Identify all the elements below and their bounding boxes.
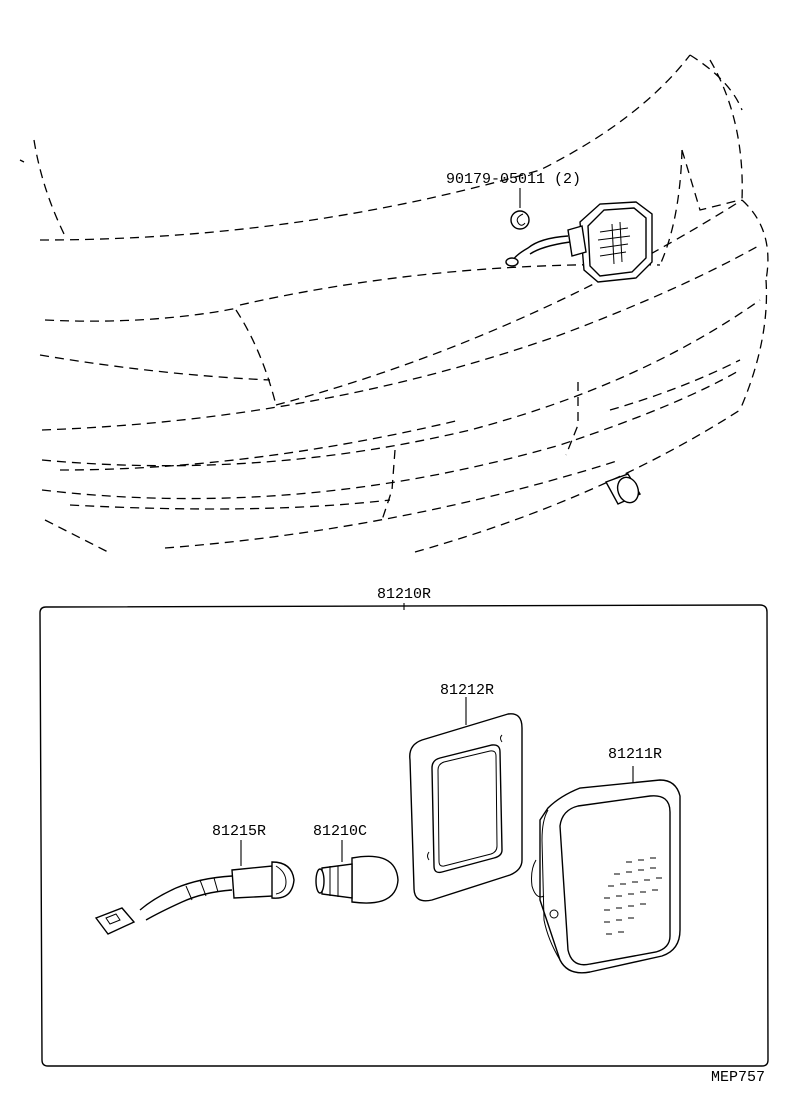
label-bulb: 81210C xyxy=(313,823,367,840)
nut-part xyxy=(510,188,530,230)
illustration-code: MEP757 xyxy=(711,1069,765,1086)
exhaust-tip xyxy=(604,473,642,505)
lens-part xyxy=(531,766,681,974)
assembly-box xyxy=(39,604,769,1067)
socket-part xyxy=(94,840,295,935)
label-assembly: 81210R xyxy=(377,586,431,603)
installed-marker-lamp xyxy=(505,201,653,283)
bulb-part xyxy=(315,840,399,904)
label-nut: 90179-05011 (2) xyxy=(446,171,581,188)
label-socket: 81215R xyxy=(212,823,266,840)
vehicle-body-outline xyxy=(19,54,769,553)
label-gasket: 81212R xyxy=(440,682,494,699)
gasket-part xyxy=(409,697,523,902)
label-lens: 81211R xyxy=(608,746,662,763)
lens-prism-pattern xyxy=(604,857,662,935)
